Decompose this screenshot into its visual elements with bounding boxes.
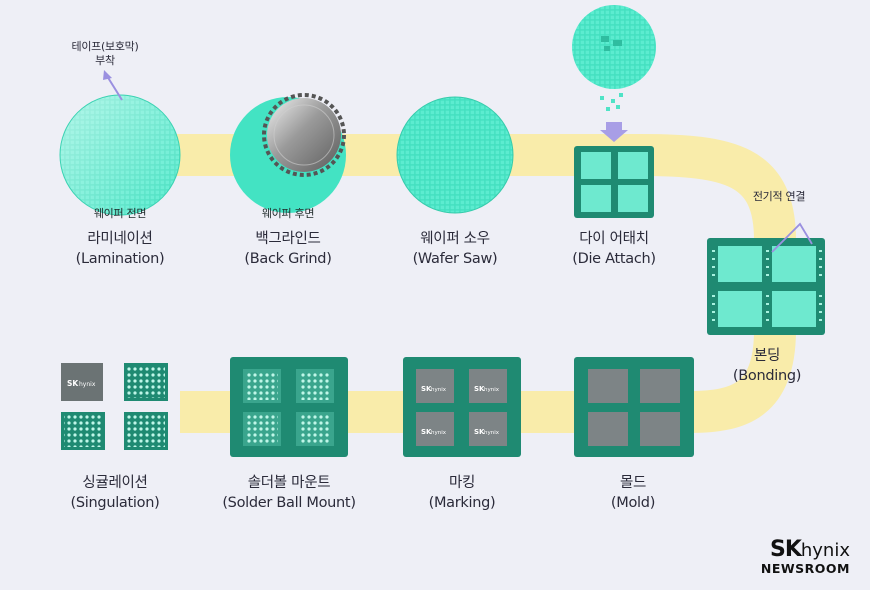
bonding-substrate bbox=[707, 238, 825, 335]
svg-text:hynix: hynix bbox=[484, 387, 500, 393]
grinding-wheel-icon bbox=[262, 93, 346, 177]
step-label-marking: 마킹 (Marking) bbox=[377, 473, 547, 513]
lamination-wafer bbox=[59, 94, 181, 216]
wafer-back-label: 웨이퍼 후면 bbox=[261, 207, 315, 220]
step-en: (Bonding) bbox=[732, 368, 802, 384]
step-ko: 몰드 bbox=[619, 475, 647, 491]
step-label-wafer-saw: 웨이퍼 소우 (Wafer Saw) bbox=[370, 229, 540, 269]
step-ko: 마킹 bbox=[448, 475, 476, 491]
marking-substrate bbox=[403, 357, 521, 457]
step-en: (Die Attach) bbox=[572, 251, 656, 267]
step-en: (Wafer Saw) bbox=[412, 251, 498, 267]
step-label-die-attach: 다이 어태치 (Die Attach) bbox=[529, 229, 699, 269]
svg-text:SK: SK bbox=[421, 428, 432, 436]
sk-hynix-newsroom-logo: SKhynix NEWSROOM bbox=[761, 537, 850, 576]
svg-text:hynix: hynix bbox=[431, 387, 447, 393]
step-en: (Marking) bbox=[428, 495, 496, 511]
singulated-chips: SK hynix bbox=[61, 363, 168, 450]
svg-text:hynix: hynix bbox=[79, 381, 96, 388]
step-label-bonding: 본딩 (Bonding) bbox=[682, 346, 852, 386]
step-ko: 솔더볼 마운트 bbox=[247, 475, 331, 491]
step-label-back-grind: 백그라인드 (Back Grind) bbox=[203, 229, 373, 269]
die-source-wafer bbox=[572, 5, 656, 89]
tape-attach-annotation: 테이프(보호막) 부착 bbox=[50, 40, 160, 68]
tape-annotation-line2: 부착 bbox=[95, 54, 115, 67]
wafer-front-label: 웨이퍼 전면 bbox=[93, 207, 147, 220]
step-en: (Solder Ball Mount) bbox=[222, 495, 356, 511]
chip-mark-logos: SK hynix SK hynix SK hynix SK hynix bbox=[421, 385, 500, 436]
svg-text:hynix: hynix bbox=[484, 430, 500, 436]
step-label-solder-ball-mount: 솔더볼 마운트 (Solder Ball Mount) bbox=[194, 473, 384, 513]
step-en: (Mold) bbox=[610, 495, 656, 511]
tape-annotation-line1: 테이프(보호막) bbox=[71, 40, 139, 53]
falling-dies bbox=[600, 93, 623, 111]
tape-arrow bbox=[106, 75, 123, 101]
die-attach-substrate bbox=[574, 146, 654, 218]
brand-newsroom: NEWSROOM bbox=[760, 561, 850, 576]
step-ko: 백그라인드 bbox=[255, 231, 321, 247]
step-ko: 웨이퍼 소우 bbox=[420, 231, 490, 247]
svg-text:hynix: hynix bbox=[431, 430, 447, 436]
step-label-singulation: 싱귤레이션 (Singulation) bbox=[30, 473, 200, 513]
brand-sk: SK bbox=[769, 537, 802, 562]
step-ko: 싱귤레이션 bbox=[82, 475, 148, 491]
tape-arrow-head bbox=[103, 70, 112, 80]
step-en: (Back Grind) bbox=[244, 251, 332, 267]
step-en: (Singulation) bbox=[70, 495, 160, 511]
step-ko: 다이 어태치 bbox=[579, 231, 649, 247]
svg-text:SK: SK bbox=[474, 385, 485, 393]
step-ko: 라미네이션 bbox=[87, 231, 153, 247]
brand-hynix: hynix bbox=[800, 540, 850, 561]
electrical-connection-annotation: 전기적 연결 bbox=[752, 190, 806, 203]
svg-text:SK: SK bbox=[421, 385, 432, 393]
step-en: (Lamination) bbox=[75, 251, 165, 267]
step-ko: 본딩 bbox=[753, 348, 781, 364]
step-label-lamination: 라미네이션 (Lamination) bbox=[35, 229, 205, 269]
mold-substrate bbox=[574, 357, 694, 457]
die-attach-arrow bbox=[600, 122, 628, 142]
wafer-saw-wafer bbox=[396, 96, 514, 214]
solder-ball-substrate bbox=[230, 357, 348, 457]
electrical-pointer bbox=[771, 222, 813, 253]
step-label-mold: 몰드 (Mold) bbox=[548, 473, 718, 513]
svg-text:SK: SK bbox=[67, 379, 79, 388]
svg-text:SK: SK bbox=[474, 428, 485, 436]
